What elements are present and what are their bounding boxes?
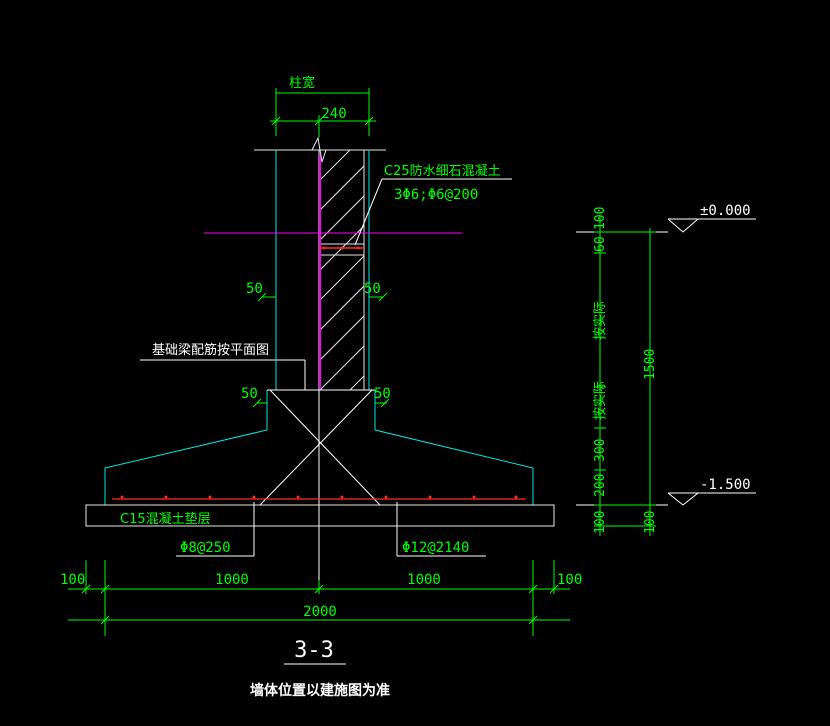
offset-right-upper: 50	[364, 281, 381, 297]
column-rebar	[319, 155, 364, 388]
beam-note-leader	[140, 359, 306, 390]
pedestal-cross	[259, 389, 381, 580]
elev-height-total: 1500	[643, 349, 658, 380]
elev-seg-60: 60	[593, 236, 608, 252]
elev-seg-100-top: 100	[593, 207, 608, 230]
rebar-right-label: Φ12@2140	[402, 540, 469, 556]
column-hatch	[319, 150, 364, 390]
elevation-bottom-label: -1.500	[700, 477, 751, 493]
offset-left-upper: 50	[246, 281, 263, 297]
dim-left-half: 1000	[215, 572, 249, 588]
dim-right-edge: 100	[557, 572, 582, 588]
break-line	[311, 136, 327, 163]
elev-seg-100-bottom-right: 100	[643, 511, 658, 534]
dim-right-half: 1000	[407, 572, 441, 588]
beam-reinforcement-note: 基础梁配筋按平面图	[152, 342, 269, 358]
elev-seg-by-plan-lower: 按实际	[593, 381, 608, 420]
upper-offset-dims	[257, 292, 388, 302]
horizontal-dimensions	[68, 560, 570, 636]
bottom-rebar	[112, 495, 526, 500]
footnote: 墙体位置以建施图为准	[250, 682, 390, 699]
vertical-dimensions	[594, 216, 656, 536]
elev-seg-200: 200	[593, 474, 608, 497]
column-width-value: 240	[321, 106, 346, 122]
dim-left-edge: 100	[60, 572, 85, 588]
rebar-left-label: Φ8@250	[180, 540, 231, 556]
waterproof-concrete-label: C25防水细石混凝土	[384, 163, 501, 179]
offset-right-lower: 50	[374, 386, 391, 402]
rebar-leaders	[176, 502, 486, 557]
cushion-label: C15混凝土垫层	[120, 511, 211, 527]
footing-base	[85, 504, 555, 527]
vertical-dim-texts: 100 60 按实际 按实际 300 200 100 1500 100	[593, 207, 658, 534]
dim-total: 2000	[303, 604, 337, 620]
elev-seg-100-bottom: 100	[593, 511, 608, 534]
column-width-dimension	[270, 88, 376, 137]
rebar-spec-label: 3Φ6;Φ6@200	[394, 187, 478, 203]
lower-offset-dims	[252, 398, 390, 408]
waterproof-leader	[354, 178, 512, 246]
elev-seg-300: 300	[593, 439, 608, 462]
elevation-top-label: ±0.000	[700, 203, 751, 219]
section-title: 3-3	[294, 638, 334, 663]
column-width-label: 柱宽	[289, 75, 315, 91]
offset-left-lower: 50	[241, 386, 258, 402]
elev-seg-by-plan-upper: 按实际	[593, 301, 608, 340]
